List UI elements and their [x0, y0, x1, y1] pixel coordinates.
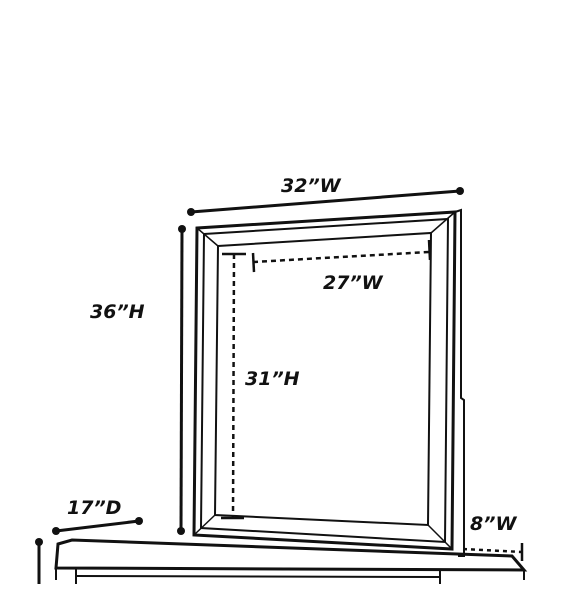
- dimension-endpoint-dot: [35, 538, 43, 546]
- dimension-endpoint-dot: [135, 517, 143, 525]
- dimension-endpoint-dot: [187, 208, 195, 216]
- mirror-frame: [192, 210, 457, 551]
- glass-width-label: 27”W: [323, 272, 384, 294]
- mirror-support-post: [454, 208, 465, 557]
- frame-miter-top-right: [430, 211, 456, 234]
- dimension-endpoint-dot: [178, 225, 186, 233]
- dresser-depth-label: 17”D: [67, 497, 121, 519]
- dresser-depth-dimension: 17”D: [52, 497, 143, 535]
- overall-height-dimension: 36”H: [90, 225, 186, 535]
- dimension-endpoint-dot: [177, 527, 185, 535]
- dresser-height-marker: [35, 538, 43, 584]
- overall-height-label: 36”H: [90, 301, 145, 323]
- frame-miter-bottom-right: [427, 524, 453, 550]
- glass-height-label: 31”H: [245, 368, 300, 390]
- dimension-endpoint-dot: [456, 187, 464, 195]
- dresser-top: [54, 538, 528, 584]
- mirror-frame-inner-edge: [199, 217, 450, 544]
- support-width-label: 8”W: [470, 513, 517, 535]
- dimension-endpoint-dot: [52, 527, 60, 535]
- support-width-dimension: 8”W: [462, 513, 524, 561]
- glass-height-dimension: 31”H: [221, 252, 300, 520]
- frame-miter-top-left: [196, 227, 219, 247]
- glass-width-dimension: 27”W: [251, 239, 432, 294]
- frame-miter-bottom-left: [193, 514, 216, 536]
- overall-width-label: 32”W: [281, 175, 342, 197]
- overall-width-dimension: 32”W: [187, 175, 464, 216]
